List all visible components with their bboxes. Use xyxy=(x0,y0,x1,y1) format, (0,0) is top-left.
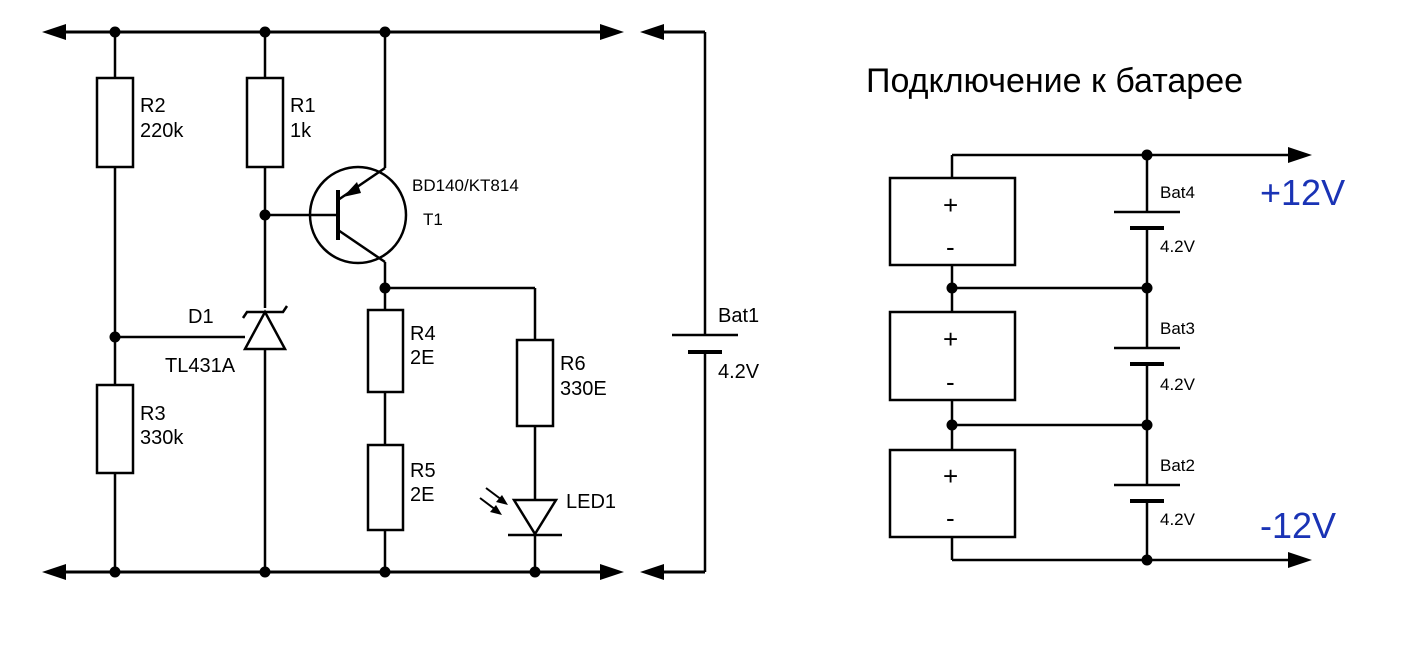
cell-plus-sign: + xyxy=(943,324,958,354)
minus-voltage-label: -12V xyxy=(1260,505,1336,546)
bat2-value: 4.2V xyxy=(1160,510,1196,529)
cell-box: + - xyxy=(888,310,1017,402)
r1-d1-column xyxy=(241,26,338,578)
resistor-r3 xyxy=(95,383,135,475)
resistor-r2 xyxy=(95,76,135,169)
transistor-t1 xyxy=(308,26,408,310)
led-symbol xyxy=(479,487,562,537)
emitter-arrow xyxy=(343,182,361,197)
battery-connection-title: Подключение к батарее xyxy=(866,62,1243,100)
top-rail-right-arrow xyxy=(600,24,624,40)
bat1-name: Bat1 xyxy=(718,305,759,327)
junction-dot xyxy=(109,566,121,578)
junction-dot xyxy=(379,26,391,38)
d1-part: TL431A xyxy=(165,355,236,377)
cell-plus-sign: + xyxy=(943,461,958,491)
cell-minus-sign: - xyxy=(946,232,955,262)
bottom-rail-right-arrow xyxy=(600,564,624,580)
cell-plus-sign: + xyxy=(943,190,958,220)
bottom-rail-left-arrow xyxy=(42,564,66,580)
r3-name: R3 xyxy=(140,403,166,425)
led1-name: LED1 xyxy=(566,491,616,513)
bat3-value: 4.2V xyxy=(1160,375,1196,394)
bat3-name: Bat3 xyxy=(1160,319,1195,338)
bat2-name: Bat2 xyxy=(1160,456,1195,475)
minus-arrow xyxy=(1288,552,1312,568)
battery-bat2-symbol xyxy=(1114,483,1180,503)
junction-dot xyxy=(946,282,958,294)
divider-column xyxy=(95,26,245,578)
r4-name: R4 xyxy=(410,323,436,345)
resistor-r5 xyxy=(366,443,405,532)
resistor-r4 xyxy=(366,308,405,394)
bat1-value: 4.2V xyxy=(718,361,760,383)
junction-dot xyxy=(259,26,271,38)
junction-dot xyxy=(1141,282,1153,294)
resistor-r1 xyxy=(245,76,285,169)
cell-box: + - xyxy=(888,448,1017,539)
plus-voltage-label: +12V xyxy=(1260,172,1345,213)
r4-value: 2E xyxy=(410,347,434,369)
junction-dot xyxy=(1141,419,1153,431)
battery-bat4-symbol xyxy=(1114,210,1180,230)
t1-name: T1 xyxy=(423,210,443,229)
r2-name: R2 xyxy=(140,95,166,117)
junction-dot xyxy=(259,566,271,578)
bottom-rail xyxy=(42,564,624,580)
r1-value: 1k xyxy=(290,120,312,142)
charger-schematic: R2 220k R3 330k R1 1k D1 TL431A xyxy=(42,24,760,580)
battery-bat1 xyxy=(640,24,738,580)
top-rail xyxy=(42,24,624,40)
cell-minus-sign: - xyxy=(946,367,955,397)
junction-dot xyxy=(529,566,541,578)
cell-minus-sign: - xyxy=(946,503,955,533)
cell-box: + - xyxy=(888,176,1017,267)
t1-part: BD140/KT814 xyxy=(412,176,519,195)
junction-dot xyxy=(1141,554,1153,566)
r1-name: R1 xyxy=(290,95,316,117)
junction-dot xyxy=(109,331,121,343)
r6-name: R6 xyxy=(560,353,586,375)
battery-bat3-symbol xyxy=(1114,346,1180,366)
junction-dot xyxy=(946,419,958,431)
r4-r5-column xyxy=(366,282,535,578)
r6-led-column xyxy=(479,288,562,578)
resistor-r6 xyxy=(515,338,555,428)
junction-dot xyxy=(109,26,121,38)
junction-dot xyxy=(1141,149,1153,161)
junction-dot xyxy=(379,566,391,578)
tl431-symbol xyxy=(241,305,289,351)
r2-value: 220k xyxy=(140,120,184,142)
plus-arrow xyxy=(1288,147,1312,163)
battery-connection: Подключение к батарее xyxy=(866,62,1345,568)
bat1-top-arrow xyxy=(640,24,664,40)
r5-value: 2E xyxy=(410,484,434,506)
r3-value: 330k xyxy=(140,427,184,449)
top-rail-left-arrow xyxy=(42,24,66,40)
r6-value: 330E xyxy=(560,378,607,400)
r5-name: R5 xyxy=(410,460,436,482)
bat4-name: Bat4 xyxy=(1160,183,1195,202)
junction-dot xyxy=(259,209,271,221)
bat4-value: 4.2V xyxy=(1160,237,1196,256)
bat1-bottom-arrow xyxy=(640,564,664,580)
d1-name: D1 xyxy=(188,306,214,328)
